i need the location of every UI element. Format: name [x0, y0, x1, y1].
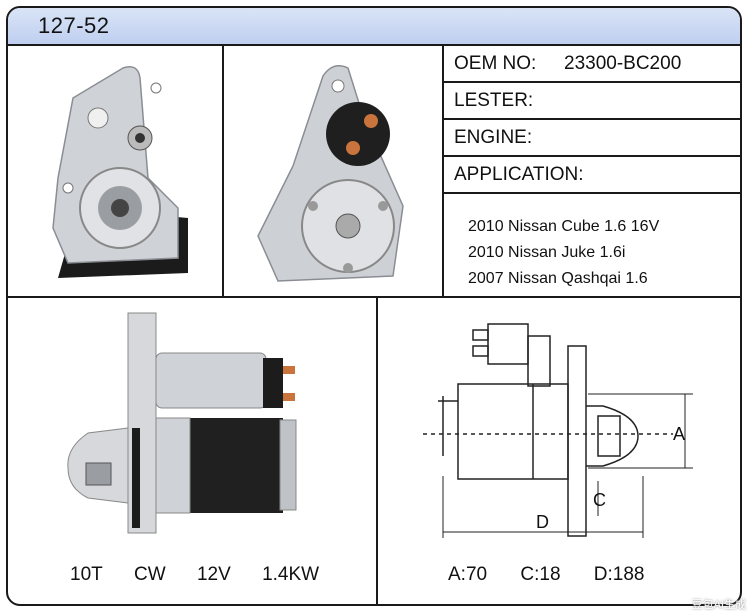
divider: [376, 298, 378, 604]
teeth-spec: 10T: [70, 564, 103, 585]
application-item: 2010 Nissan Cube 1.6 16V: [468, 218, 660, 235]
dimension-specs: A:70 C:18 D:188: [448, 564, 673, 586]
dim-c-value: C:18: [520, 564, 561, 585]
oem-row: OEM NO: 23300-BC200: [444, 46, 740, 83]
engine-row: ENGINE:: [444, 120, 740, 157]
voltage-spec: 12V: [196, 564, 231, 585]
starter-rear-photo: [257, 65, 404, 282]
dim-a-value: A:70: [448, 564, 488, 585]
application-list: 2010 Nissan Cube 1.6 16V 2010 Nissan Juk…: [468, 214, 659, 292]
lester-label: LESTER:: [454, 90, 534, 111]
electrical-specs: 10T CW 12V 1.4KW: [70, 564, 345, 586]
engine-label: ENGINE:: [454, 127, 533, 148]
header-bar: 127-52: [8, 8, 740, 46]
oem-value: 23300-BC200: [564, 53, 682, 74]
dim-d-label: D: [536, 512, 549, 532]
power-spec: 1.4KW: [262, 564, 320, 585]
divider: [8, 296, 740, 298]
dimension-diagram: A C D: [423, 323, 693, 538]
part-code: 127-52: [38, 13, 110, 38]
dim-c-label: C: [593, 490, 606, 510]
watermark: 豆包AI生成: [691, 599, 746, 611]
application-label: APPLICATION:: [454, 164, 584, 185]
rotation-spec: CW: [134, 564, 166, 585]
starter-front-photo: [52, 66, 188, 278]
dim-a-label: A: [673, 424, 685, 444]
divider: [222, 46, 224, 296]
application-row: APPLICATION:: [444, 157, 740, 194]
product-card: 127-52 OEM NO: 23300-BC200 LESTER:: [6, 6, 742, 606]
starter-side-photo: [67, 312, 297, 534]
divider: [442, 46, 444, 296]
oem-label: OEM NO:: [454, 53, 537, 74]
lester-row: LESTER:: [444, 83, 740, 120]
application-item: 2010 Nissan Juke 1.6i: [468, 244, 626, 261]
application-item: 2007 Nissan Qashqai 1.6: [468, 270, 648, 287]
dim-d-value: D:188: [593, 564, 645, 585]
